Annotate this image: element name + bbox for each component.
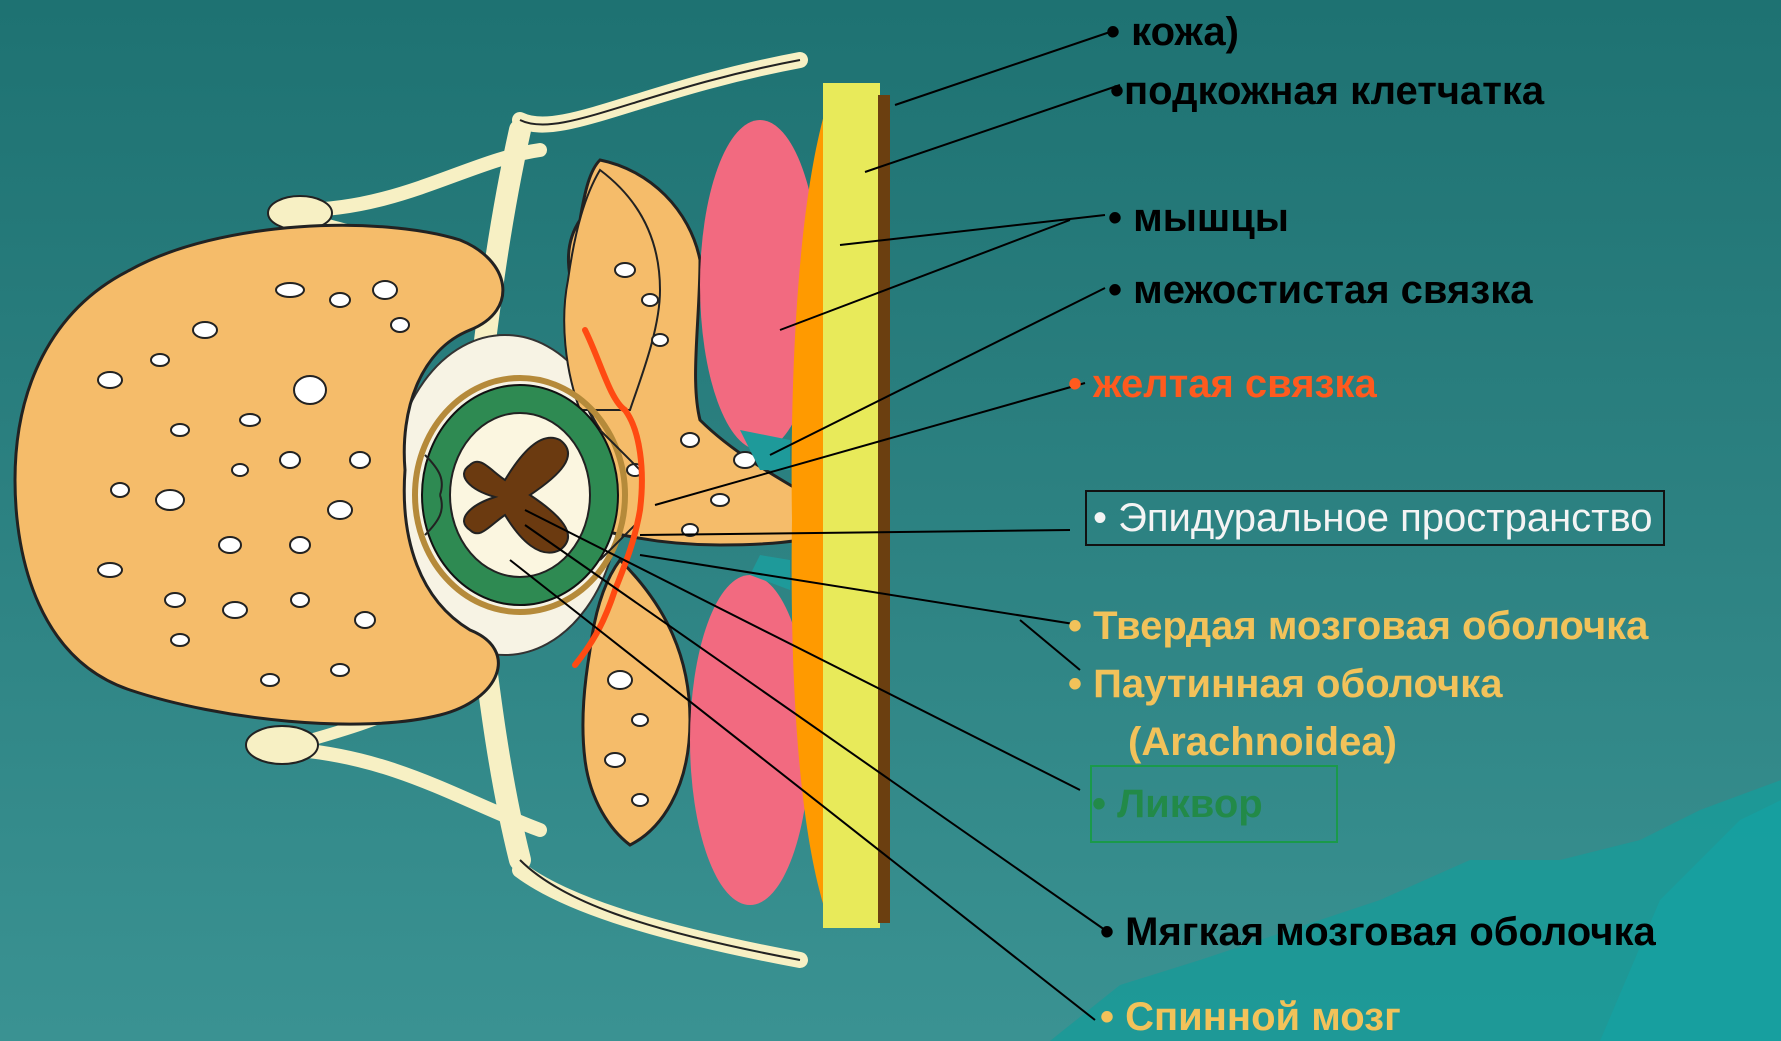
label-dura: • Твердая мозговая оболочка	[1068, 604, 1648, 648]
label-pia: • Мягкая мозговая оболочка	[1100, 910, 1656, 954]
label-spinal-cord: • Спинной мозг	[1100, 995, 1401, 1039]
label-epidural: • Эпидуральное пространство	[1085, 490, 1665, 546]
label-yellow-ligament: • желтая связка	[1068, 362, 1377, 406]
label-skin: • кожа)	[1106, 10, 1239, 54]
label-arachnoid: • Паутинная оболочка	[1068, 662, 1502, 706]
label-arachnoid-latin: (Arachnoidea)	[1128, 720, 1397, 764]
nerve-ganglion-bottom	[246, 726, 318, 764]
label-muscles: • мышцы	[1108, 196, 1289, 240]
skin-yellow-layer	[823, 83, 880, 928]
label-liquor: • Ликвор	[1090, 765, 1338, 843]
label-subcutaneous: •подкожная клетчатка	[1110, 69, 1544, 113]
skin-brown-edge	[878, 95, 890, 923]
label-interspinous: • межостистая связка	[1108, 268, 1532, 312]
